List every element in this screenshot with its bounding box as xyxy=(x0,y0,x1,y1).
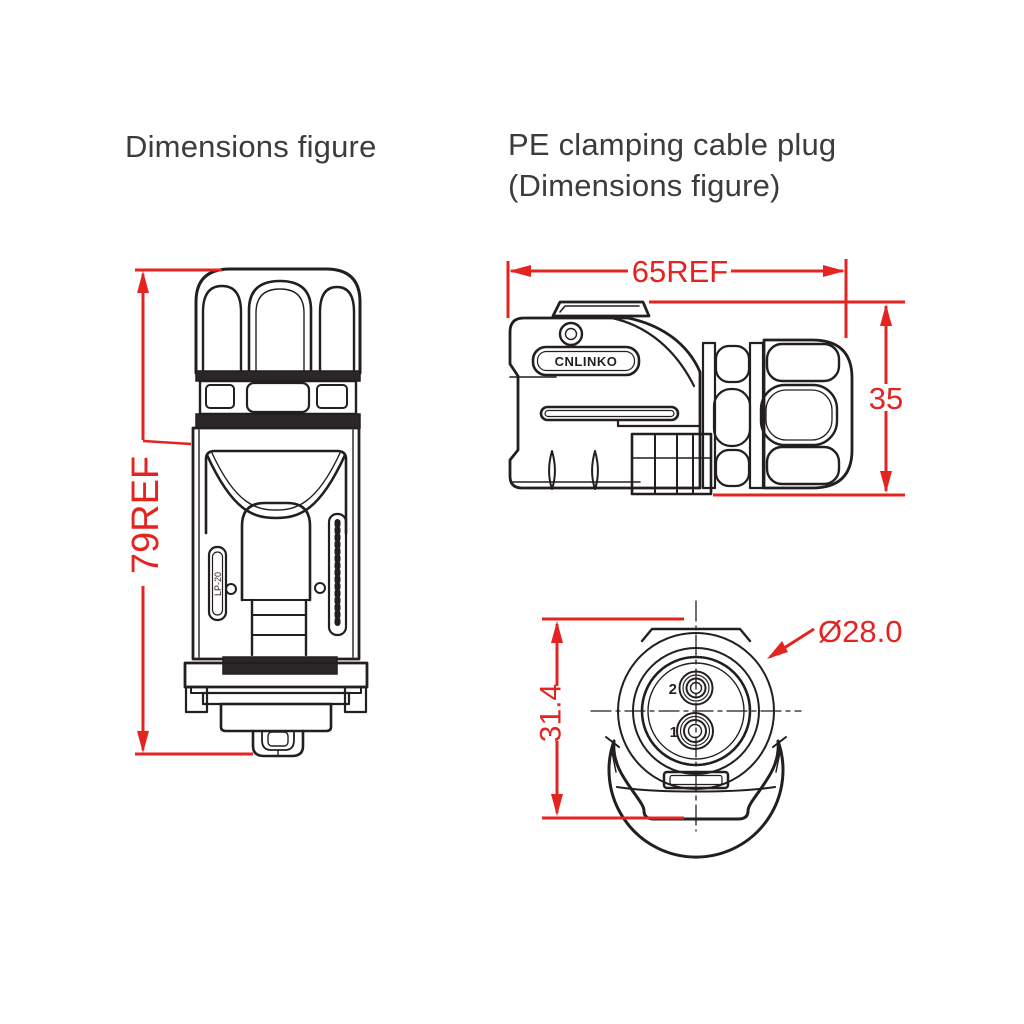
side-nut-lobe-mid xyxy=(759,383,839,447)
vent-slot-inner xyxy=(544,409,675,418)
pin2-ring-outer xyxy=(678,670,714,706)
gland-nut-outline xyxy=(194,267,362,375)
pin2-label: 2 xyxy=(669,681,677,698)
right-figure-title-line1: PE clamping cable plug xyxy=(508,127,837,162)
gland-bump-top xyxy=(714,344,751,384)
pin1-contact xyxy=(687,723,703,739)
gland-bump-mid xyxy=(712,387,752,448)
latch-bar-inner xyxy=(559,305,640,313)
pin1-ring-outer xyxy=(676,712,714,750)
side-view-drawing: CNLINKO xyxy=(508,300,854,496)
vent-slot xyxy=(539,405,680,422)
latch-pin-left xyxy=(225,583,237,595)
dimension-diameter-28: Ø28.0 xyxy=(767,614,902,659)
left-figure-title: Dimensions figure xyxy=(125,129,377,164)
nut-base-band xyxy=(195,370,361,382)
shroud-v-curve-inner xyxy=(211,452,341,511)
front-outer-outline xyxy=(607,739,785,859)
pin-2 xyxy=(678,670,714,706)
dim-label-65ref: 65REF xyxy=(632,254,728,289)
arrow-up xyxy=(551,621,563,643)
pin1-ring-inner xyxy=(683,719,707,743)
keying-tab-inner xyxy=(669,774,723,786)
nut-lobe-center-inner xyxy=(255,288,305,372)
side-nut-lobe-mid-inner xyxy=(765,389,833,441)
nut-lobe-center xyxy=(247,279,313,373)
front-view-drawing: 2 1 xyxy=(590,600,802,859)
pin2-contact xyxy=(689,681,703,695)
dimension-31-4: 31.4 xyxy=(535,617,684,820)
pin2-ring-inner xyxy=(685,677,707,699)
plug-tip-insert xyxy=(267,731,289,747)
flange-step xyxy=(201,691,351,706)
ring-slot-right xyxy=(316,384,348,409)
skirt-back-edge xyxy=(616,786,776,793)
front-side-notches xyxy=(605,736,787,748)
dim-line-tick xyxy=(142,439,192,446)
latch-pin-right xyxy=(314,582,326,594)
plug-body-outline xyxy=(191,426,361,661)
plug-tip-inner-u xyxy=(261,730,295,751)
tongue-lower-sides xyxy=(250,598,308,657)
ring-slot-center xyxy=(245,381,311,414)
dimension-79ref: 79REF xyxy=(125,268,253,756)
latch-left-inner xyxy=(211,551,224,616)
ring-circle-2 xyxy=(632,647,760,775)
arrow-up xyxy=(137,271,149,293)
dimension-65ref: 65REF xyxy=(506,254,848,338)
dim-label-35: 35 xyxy=(869,381,903,416)
pin1-ring-mid xyxy=(679,715,711,747)
logo-badge-inner xyxy=(536,350,636,372)
dimension-35: 35 xyxy=(649,300,905,497)
grip-spike-right xyxy=(591,450,599,490)
skirt-side-seams xyxy=(611,751,781,773)
side-nut-outline xyxy=(762,338,854,490)
right-figure-title-line2: (Dimensions figure) xyxy=(508,168,781,203)
latch-arm-curve xyxy=(610,316,696,388)
leader-arrow xyxy=(767,641,788,659)
side-nut-lobe-bottom xyxy=(765,445,841,486)
arrow-down xyxy=(137,731,149,753)
latch-marking-text: LP-20 xyxy=(213,572,223,596)
ring-slot-left xyxy=(205,384,235,409)
cable-clamp-block xyxy=(630,432,713,496)
pin-1 xyxy=(676,712,714,750)
logo-badge xyxy=(531,345,641,377)
logo-text: CNLINKO xyxy=(555,354,618,369)
clamp-step-line xyxy=(616,418,702,428)
screw-hole xyxy=(558,321,584,347)
lower-block xyxy=(219,702,333,733)
dim-label-79ref: 79REF xyxy=(125,456,167,574)
right-figure-title: PE clamping cable plug (Dimensions figure… xyxy=(508,124,836,206)
nut-lobe-left xyxy=(201,284,243,373)
socket-face-circle xyxy=(640,655,752,767)
screw-hole-inner xyxy=(564,327,578,341)
nut-lobe-right xyxy=(318,285,356,373)
pin2-ring-mid xyxy=(682,674,710,702)
left-view-drawing: LP-20 xyxy=(183,267,369,758)
gland-bump-bottom xyxy=(714,448,751,488)
body-top-band xyxy=(195,413,361,429)
side-body-outline xyxy=(508,316,702,490)
molded-strip-right xyxy=(327,512,348,637)
front-top-chord xyxy=(640,627,752,643)
side-nut-lobe-top xyxy=(765,342,841,383)
dim-label-31-4: 31.4 xyxy=(535,684,568,742)
arrow-up xyxy=(880,304,892,326)
arrow-down xyxy=(551,794,563,816)
arrow-right xyxy=(823,265,845,277)
latch-bar xyxy=(551,300,651,318)
keying-tab xyxy=(662,770,730,790)
pin1-label: 1 xyxy=(670,724,678,741)
arrow-down xyxy=(880,471,892,493)
arrow-left xyxy=(509,265,531,277)
tongue-upper xyxy=(240,501,312,602)
grip-spike-left xyxy=(548,450,556,490)
socket-face-inner-circle xyxy=(647,662,745,760)
latch-left xyxy=(207,545,228,622)
rubber-seal-band xyxy=(222,656,338,675)
dim-label-diameter: Ø28.0 xyxy=(818,614,902,649)
shroud-v-curve xyxy=(205,453,347,520)
